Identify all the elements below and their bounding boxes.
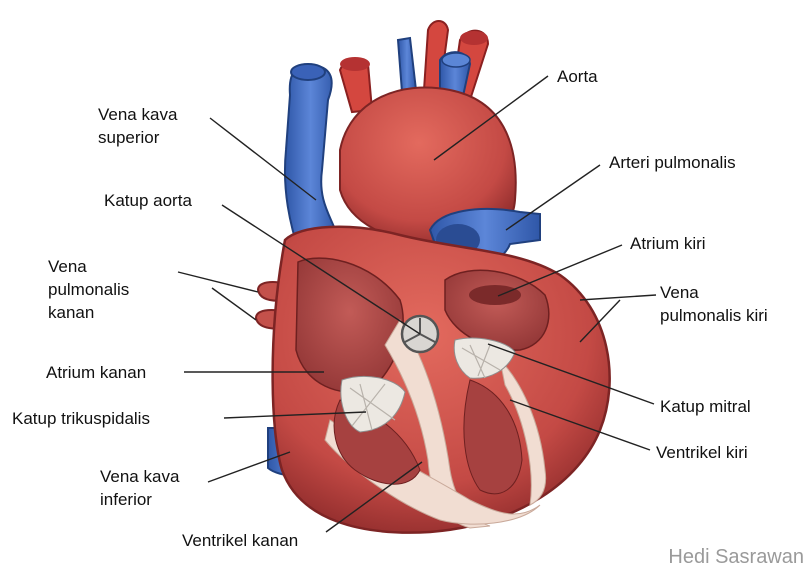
label-katup-trikuspidalis: Katup trikuspidalis bbox=[12, 408, 150, 429]
author-credit: Hedi Sasrawan bbox=[668, 546, 804, 569]
label-katup-aorta: Katup aorta bbox=[104, 190, 192, 211]
label-ventrikel-kiri: Ventrikel kiri bbox=[656, 442, 748, 463]
label-arteri-pulmonalis: Arteri pulmonalis bbox=[609, 152, 736, 173]
leader-vena-pulmonalis-kanan-a bbox=[178, 272, 258, 292]
leader-arteri-pulmonalis bbox=[506, 165, 600, 230]
label-vena-pulmonalis-kiri-line1: Vena bbox=[660, 282, 699, 303]
label-vena-pulmonalis-kiri-line2: pulmonalis kiri bbox=[660, 305, 768, 326]
leader-vena-pulmonalis-kanan-b bbox=[212, 288, 256, 320]
label-vena-kava-superior-line2: superior bbox=[98, 127, 159, 148]
label-vena-pulmonalis-kanan-line3: kanan bbox=[48, 302, 94, 323]
label-vena-pulmonalis-kanan-line1: Vena bbox=[48, 256, 87, 277]
label-ventrikel-kanan: Ventrikel kanan bbox=[182, 530, 298, 551]
label-atrium-kanan: Atrium kanan bbox=[46, 362, 146, 383]
label-vena-kava-inferior-line2: inferior bbox=[100, 489, 152, 510]
label-aorta: Aorta bbox=[557, 66, 598, 87]
label-vena-kava-inferior-line1: Vena kava bbox=[100, 466, 179, 487]
label-vena-pulmonalis-kanan-line2: pulmonalis bbox=[48, 279, 129, 300]
leader-vena-pulmonalis-kiri-a bbox=[580, 295, 656, 300]
label-atrium-kiri: Atrium kiri bbox=[630, 233, 706, 254]
label-vena-kava-superior-line1: Vena kava bbox=[98, 104, 177, 125]
label-katup-mitral: Katup mitral bbox=[660, 396, 751, 417]
